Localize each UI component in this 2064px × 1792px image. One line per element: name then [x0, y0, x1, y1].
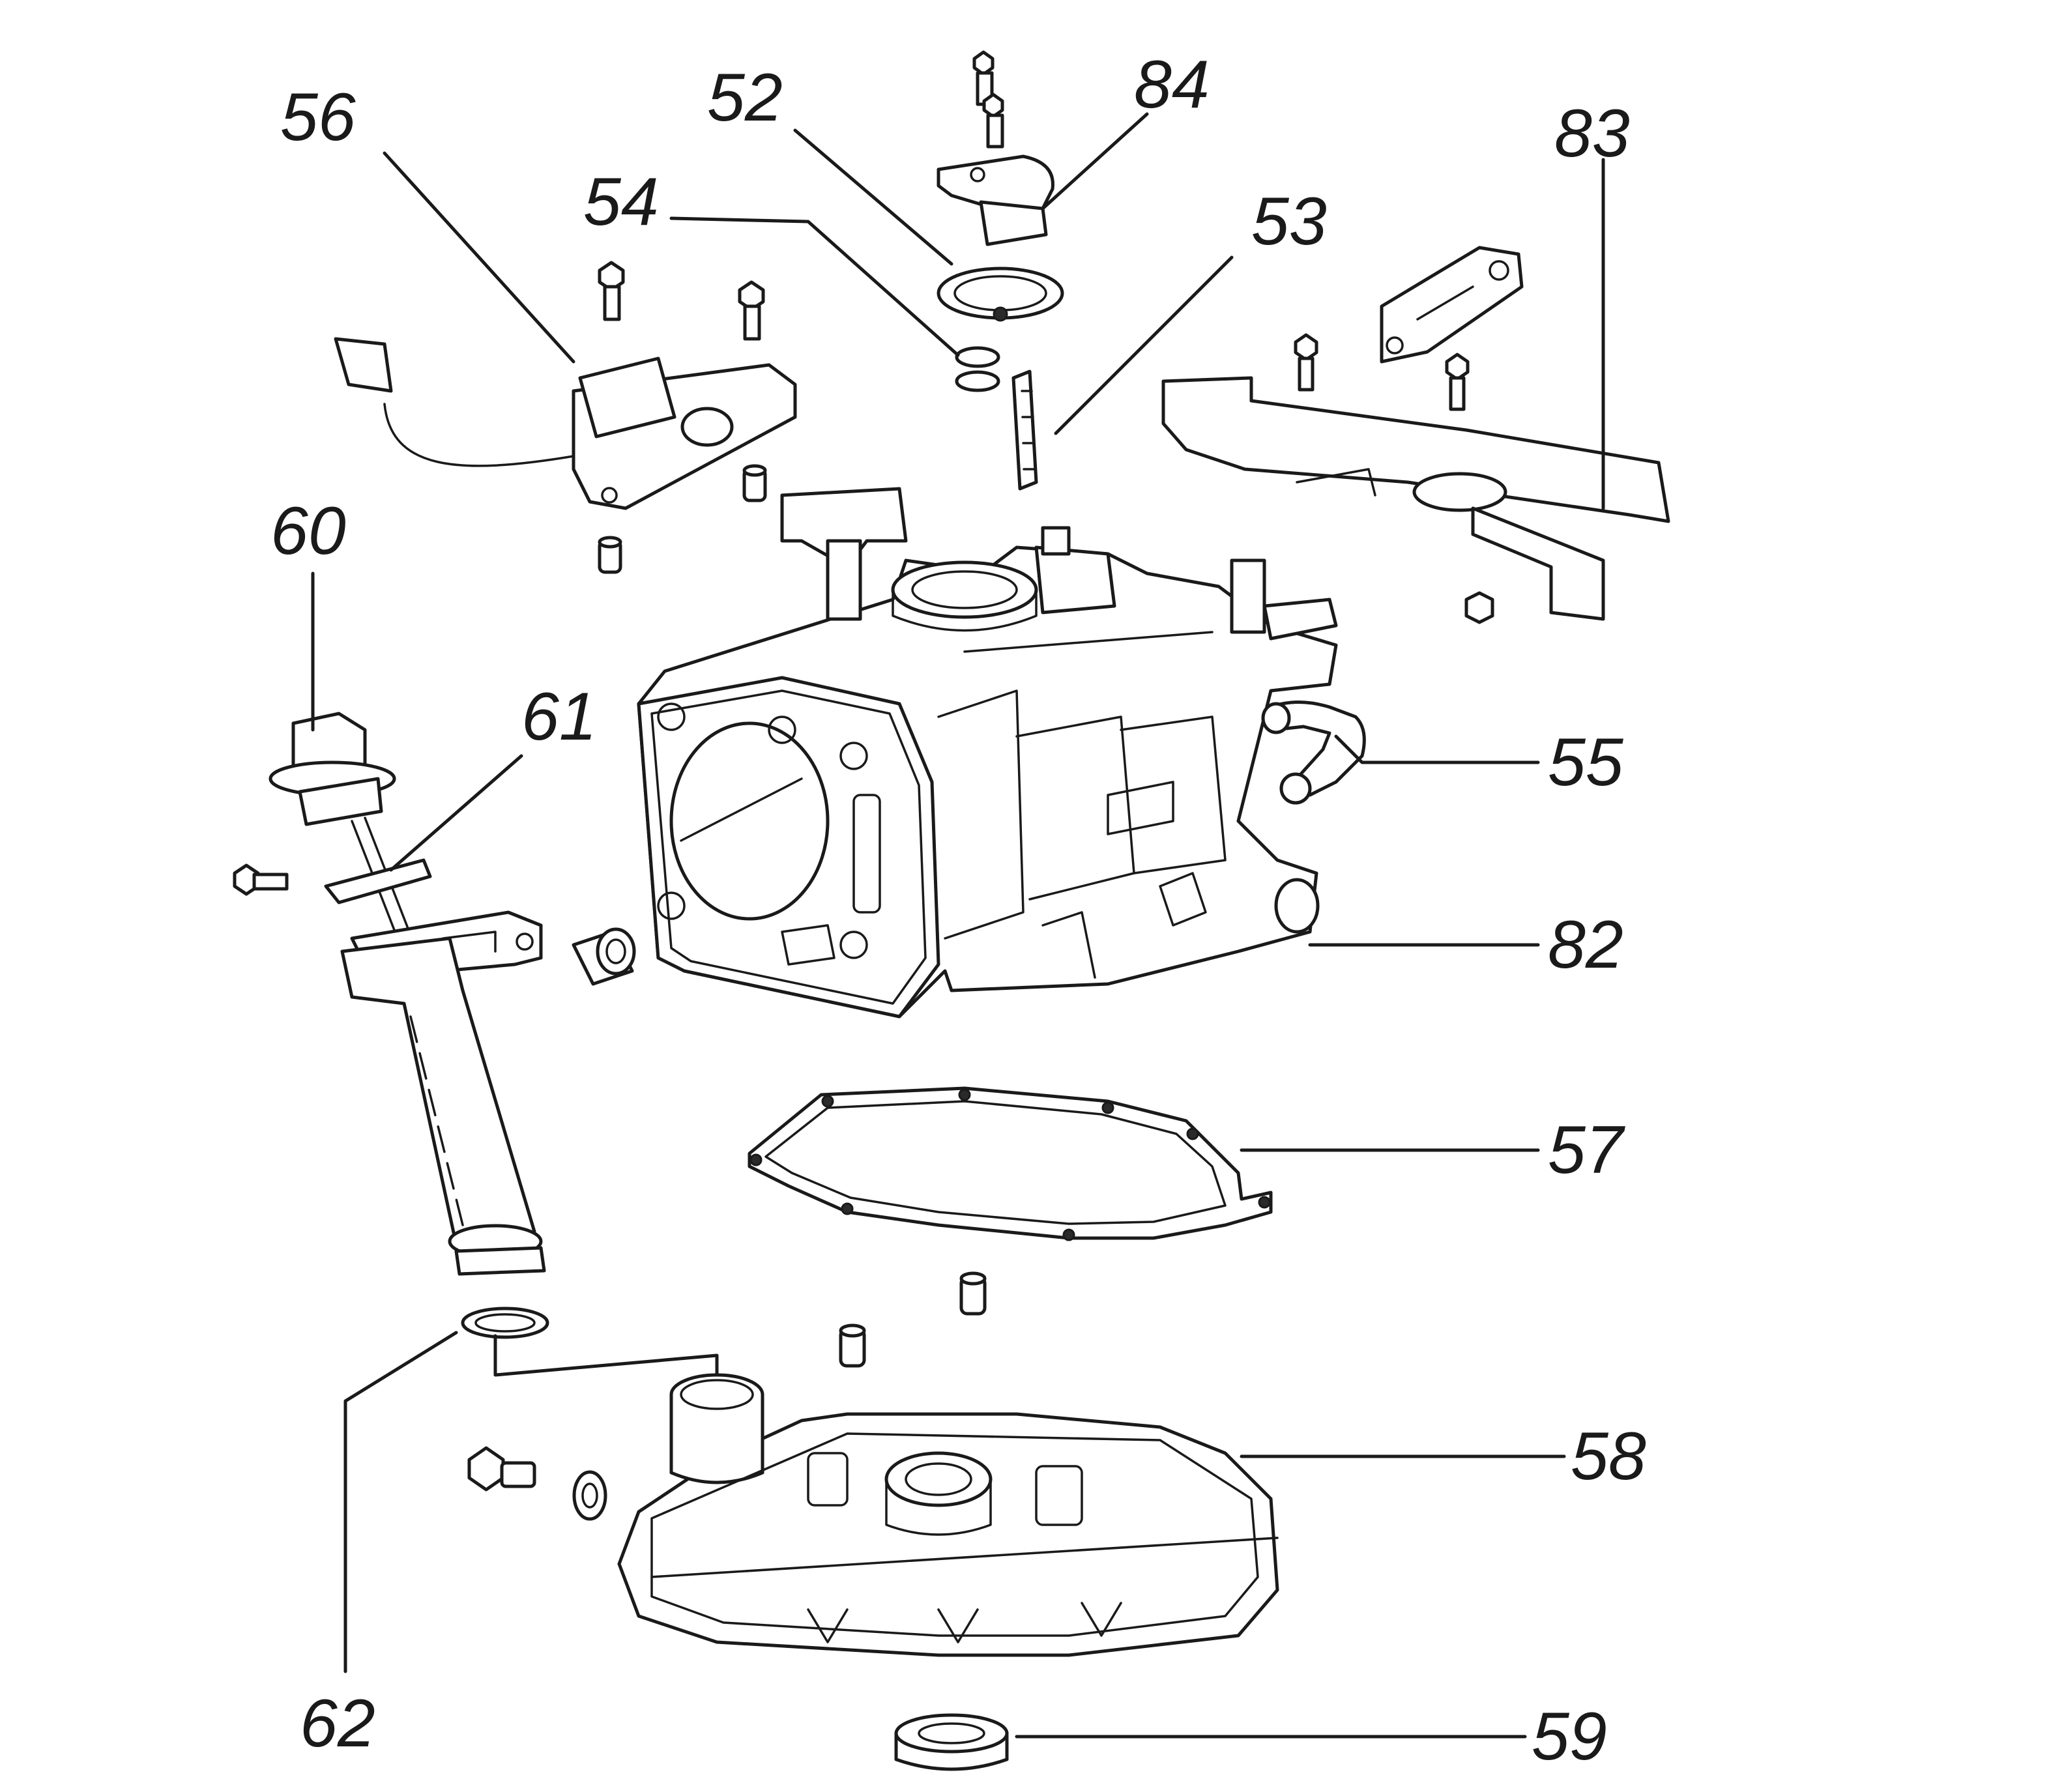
callout-52: 52: [707, 60, 783, 136]
callout-54: 54: [583, 164, 659, 240]
leader-62-branch: [493, 1334, 719, 1377]
callout-58: 58: [1571, 1419, 1646, 1494]
callout-57: 57: [1548, 1112, 1626, 1188]
callout-61: 61: [521, 679, 597, 755]
leader-84: [1041, 112, 1149, 210]
part-59-oil-seal: [894, 1713, 1009, 1771]
leader-54: [669, 216, 960, 357]
part-55-breather-tube: [1261, 701, 1366, 805]
part-83-shield-bracket: [1161, 246, 1670, 624]
part-84-cover-plate: [937, 50, 1054, 246]
callout-82: 82: [1548, 907, 1623, 983]
callout-60: 60: [270, 493, 346, 569]
callout-56: 56: [280, 79, 356, 155]
part-54-o-rings: [955, 346, 1000, 392]
leader-52: [793, 128, 953, 266]
callout-62: 62: [300, 1686, 375, 1761]
callout-55: 55: [1548, 725, 1624, 800]
leader-62: [343, 1331, 458, 1673]
part-56-sensor-bracket: [334, 261, 797, 510]
oil-filler-tube: [340, 936, 546, 1276]
dowel-pins-lower: [839, 1271, 987, 1368]
part-60-dipstick: [269, 712, 412, 940]
leader-53: [1054, 255, 1234, 435]
leader-lines: [311, 112, 1605, 1739]
part-58-sump-cover: [617, 1373, 1279, 1657]
part-62-o-ring: [461, 1307, 549, 1339]
part-53-spring-insert: [1011, 369, 1038, 491]
callout-84: 84: [1134, 47, 1210, 123]
leader-56: [383, 151, 575, 364]
callout-53: 53: [1251, 184, 1327, 259]
part-82-crankcase: [637, 487, 1338, 1019]
drain-bolt-and-washer: [467, 1446, 607, 1521]
spacer-bushing: [572, 927, 636, 986]
leader-55: [1334, 734, 1540, 764]
callout-83: 83: [1554, 96, 1630, 171]
leader-61: [389, 754, 523, 872]
part-52-seal: [937, 267, 1064, 322]
dowel-pins-upper: [598, 464, 767, 574]
part-57-gasket: [748, 1086, 1273, 1241]
callout-labels: 56 52 84 83 54 53 60 61 55 82 57 58 62 5…: [270, 47, 1646, 1774]
callout-59: 59: [1532, 1699, 1607, 1774]
